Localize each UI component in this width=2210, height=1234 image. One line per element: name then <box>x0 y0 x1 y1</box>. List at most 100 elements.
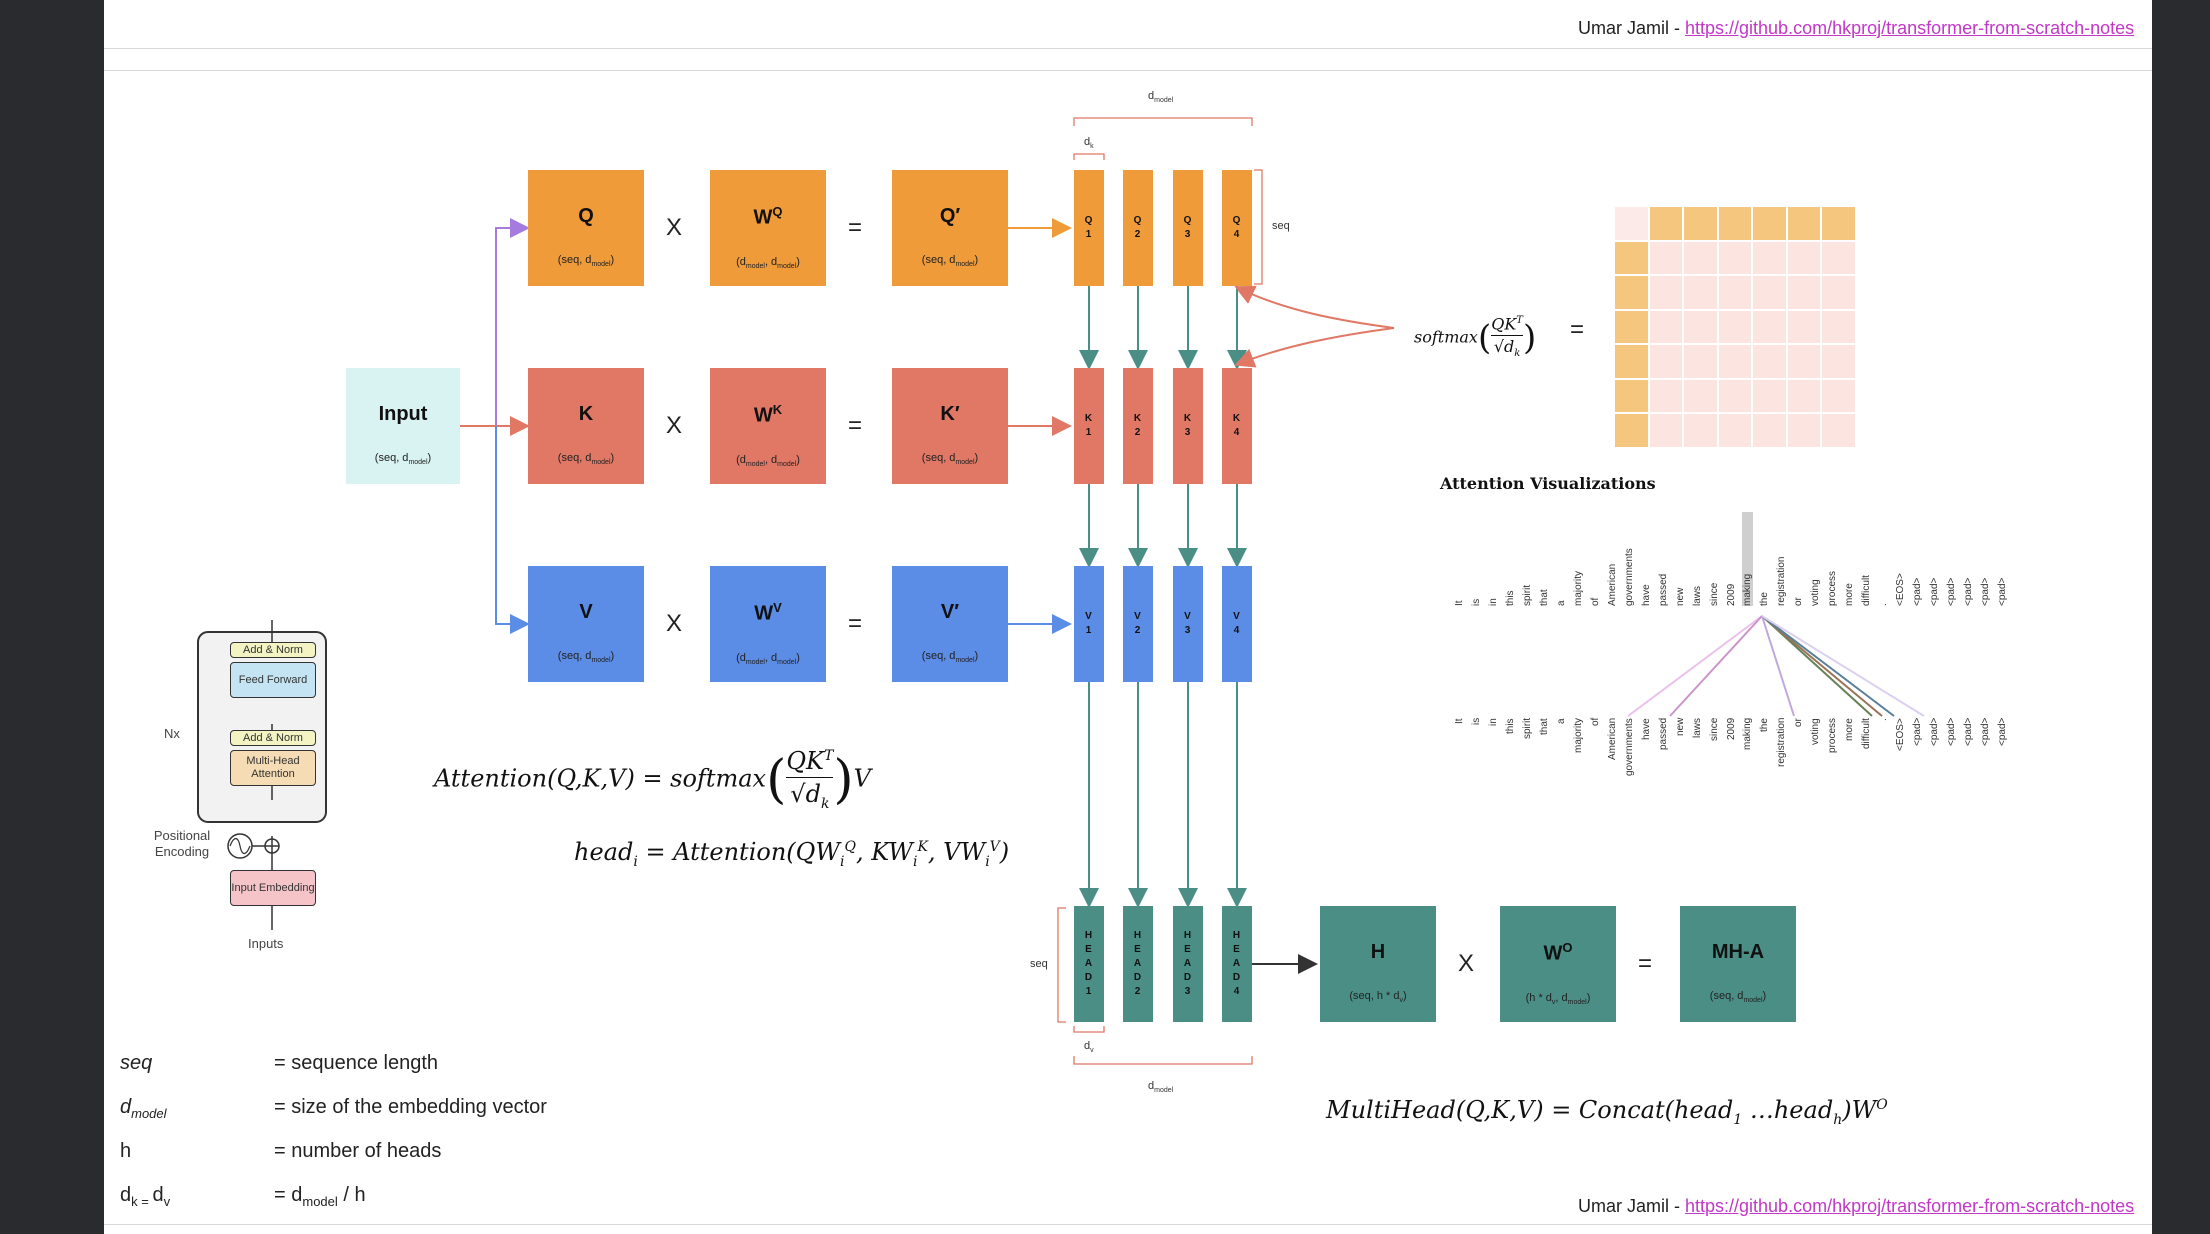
q-col-4: Q 4 <box>1222 170 1252 286</box>
input-label: Input <box>378 403 428 426</box>
softmax-cell <box>1684 379 1717 413</box>
v-prime-box: V′(seq, dmodel) <box>892 566 1008 682</box>
seq-label-top: seq <box>1272 220 1290 232</box>
attention-word-bottom: <pad> <box>1963 718 1974 747</box>
head-col-2: HEAD2 <box>1123 906 1153 1022</box>
softmax-cell <box>1615 414 1648 447</box>
q-input-box: Q(seq, dmodel) <box>528 170 644 286</box>
softmax-cell <box>1718 276 1752 309</box>
softmax-cell <box>1787 207 1821 240</box>
attention-word-top: <pad> <box>1963 577 1974 606</box>
dk-label: dk <box>1084 136 1094 151</box>
attention-word-bottom: <pad> <box>1946 718 1957 747</box>
legend-key-2: h <box>120 1140 132 1162</box>
softmax-cell <box>1787 345 1821 378</box>
legend-key-0: seq <box>120 1052 153 1074</box>
attention-word-bottom: majority <box>1573 718 1584 754</box>
softmax-cell <box>1649 414 1683 447</box>
attention-word-top: process <box>1827 570 1838 606</box>
attention-word-top: <pad> <box>1980 577 1991 606</box>
v-equals-op: = <box>848 610 863 637</box>
h-label: H <box>1370 941 1386 964</box>
head-col-3: HEAD3 <box>1173 906 1203 1022</box>
attention-word-top: a <box>1556 600 1567 606</box>
attention-word-bottom: or <box>1793 718 1804 727</box>
attention-word-bottom: voting <box>1810 718 1821 745</box>
attention-word-bottom: a <box>1556 718 1567 724</box>
times-op-output: X <box>1458 950 1475 977</box>
attention-word-bottom: <pad> <box>1980 718 1991 747</box>
attention-word-top: passed <box>1658 573 1669 606</box>
legend-value-0: = sequence length <box>274 1052 439 1074</box>
k-equals-op: = <box>848 412 863 439</box>
k-prime-shape: (seq, dmodel) <box>921 452 979 467</box>
header-credit: Umar Jamil - https://github.com/hkproj/t… <box>1578 18 2134 39</box>
v-weight-shape: (dmodel, dmodel) <box>736 651 800 666</box>
k-prime-box: K′(seq, dmodel) <box>892 368 1008 484</box>
attention-word-top: that <box>1539 589 1550 606</box>
head-col-1: HEAD1 <box>1074 906 1104 1022</box>
footer-divider <box>104 1224 2152 1225</box>
softmax-cell <box>1822 379 1855 413</box>
attention-word-bottom: <pad> <box>1929 718 1940 747</box>
softmax-formula: softmax(QKT√dk) <box>1414 310 1536 366</box>
slide: Umar Jamil - https://github.com/hkproj/t… <box>104 0 2152 1234</box>
softmax-cell <box>1787 379 1821 413</box>
softmax-cell <box>1649 241 1683 275</box>
softmax-cell <box>1684 345 1717 378</box>
k-col-3: K 3 <box>1173 368 1203 484</box>
attention-word-bottom: the <box>1759 718 1770 732</box>
k-weight-box: WK(dmodel, dmodel) <box>710 368 826 484</box>
attention-word-bottom: passed <box>1658 718 1669 751</box>
attention-word-bottom: 2009 <box>1726 718 1737 741</box>
softmax-cell <box>1649 379 1683 413</box>
attention-viz-title: Attention Visualizations <box>1440 474 1656 493</box>
attention-word-bottom: governments <box>1624 718 1635 776</box>
mha-box: MH-A (seq, dmodel) <box>1680 906 1796 1022</box>
mha-label: MH-A <box>1711 941 1765 964</box>
attention-word-top: laws <box>1692 585 1703 606</box>
attention-word-top: It <box>1454 600 1465 606</box>
softmax-cell <box>1615 345 1648 378</box>
softmax-cell <box>1753 414 1786 447</box>
v-col-1: V 1 <box>1074 566 1104 682</box>
softmax-cell <box>1753 276 1786 309</box>
attention-word-bottom: of <box>1590 718 1601 727</box>
attention-word-bottom: It <box>1454 718 1465 724</box>
q-prime-label: Q′ <box>939 205 961 228</box>
tfm-feed-forward: Feed Forward <box>230 662 316 698</box>
h-box: H (seq, h * dv) <box>1320 906 1436 1022</box>
softmax-cell <box>1822 345 1855 378</box>
attention-word-bottom: laws <box>1692 718 1703 739</box>
softmax-cell <box>1649 310 1683 344</box>
attention-word-bottom: American <box>1607 718 1618 761</box>
k-input-label: K <box>578 403 594 426</box>
attention-word-top: <pad> <box>1929 577 1940 606</box>
softmax-cell <box>1718 379 1752 413</box>
softmax-cell <box>1822 310 1855 344</box>
footer-credit-link[interactable]: https://github.com/hkproj/transformer-fr… <box>1685 1196 2135 1216</box>
tfm-inputs: Inputs <box>248 936 284 951</box>
attention-word-bottom: making <box>1742 718 1753 751</box>
tfm-add-norm-2: Add & Norm <box>230 730 316 746</box>
attention-word-top: or <box>1793 597 1804 606</box>
softmax-cell <box>1615 276 1648 309</box>
attention-word-bottom: have <box>1641 718 1652 740</box>
credit-link[interactable]: https://github.com/hkproj/transformer-fr… <box>1685 18 2135 38</box>
softmax-cell <box>1753 241 1786 275</box>
tfm-input-embedding: Input Embedding <box>230 870 316 906</box>
h-shape: (seq, h * dv) <box>1349 990 1407 1005</box>
attention-word-top: spirit <box>1522 584 1533 606</box>
softmax-matrix <box>1614 206 1856 448</box>
attention-word-top: voting <box>1810 579 1821 606</box>
connector-lines <box>460 117 1925 1065</box>
attention-word-bottom: since <box>1709 718 1720 742</box>
softmax-cell <box>1822 276 1855 309</box>
legend-value-3: = dmodel / h <box>274 1184 366 1209</box>
softmax-cell <box>1615 241 1648 275</box>
credit-author: Umar Jamil - <box>1578 18 1685 38</box>
attention-word-top: 2009 <box>1726 583 1737 606</box>
head-formula: headi = Attention(QWiQ, KWiK, VWiV) <box>574 838 1010 870</box>
legend-value-2: = number of heads <box>274 1140 442 1162</box>
